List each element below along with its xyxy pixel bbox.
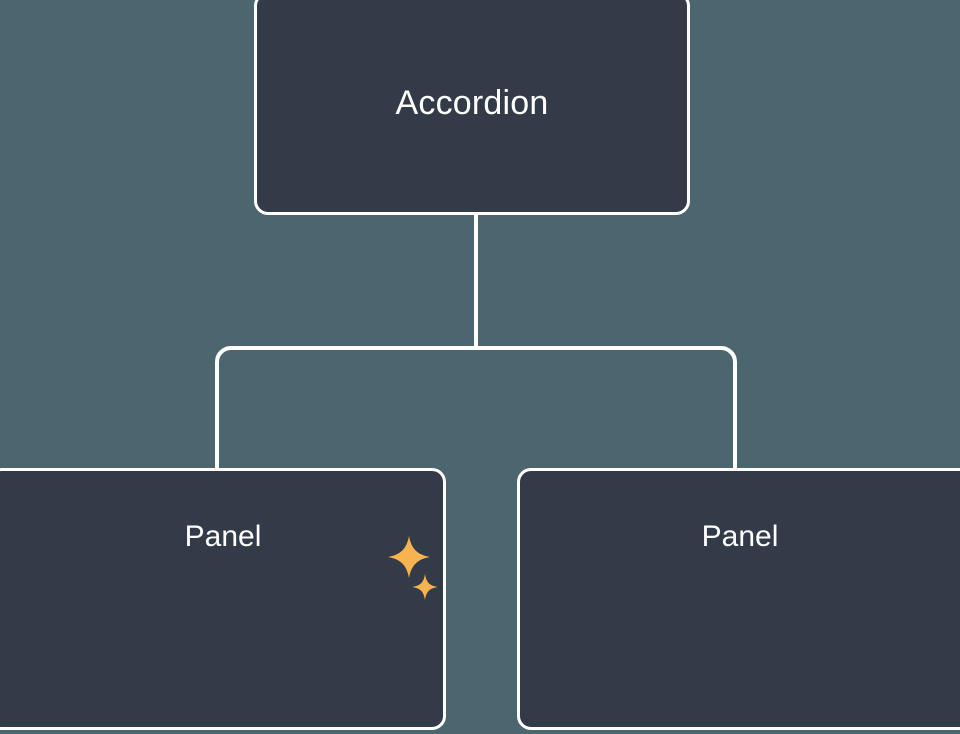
tree-node-accordion[interactable]: Accordion (254, 0, 690, 215)
connector-branch-left (215, 346, 476, 470)
node-title-accordion: Accordion (395, 84, 549, 122)
connector-branch-right (476, 346, 737, 470)
tree-node-panel-left[interactable]: Panel (0, 468, 446, 730)
node-title-panel-right: Panel (701, 520, 779, 553)
node-title-panel-left: Panel (184, 520, 262, 553)
tree-node-panel-right[interactable]: Panel (517, 468, 960, 730)
